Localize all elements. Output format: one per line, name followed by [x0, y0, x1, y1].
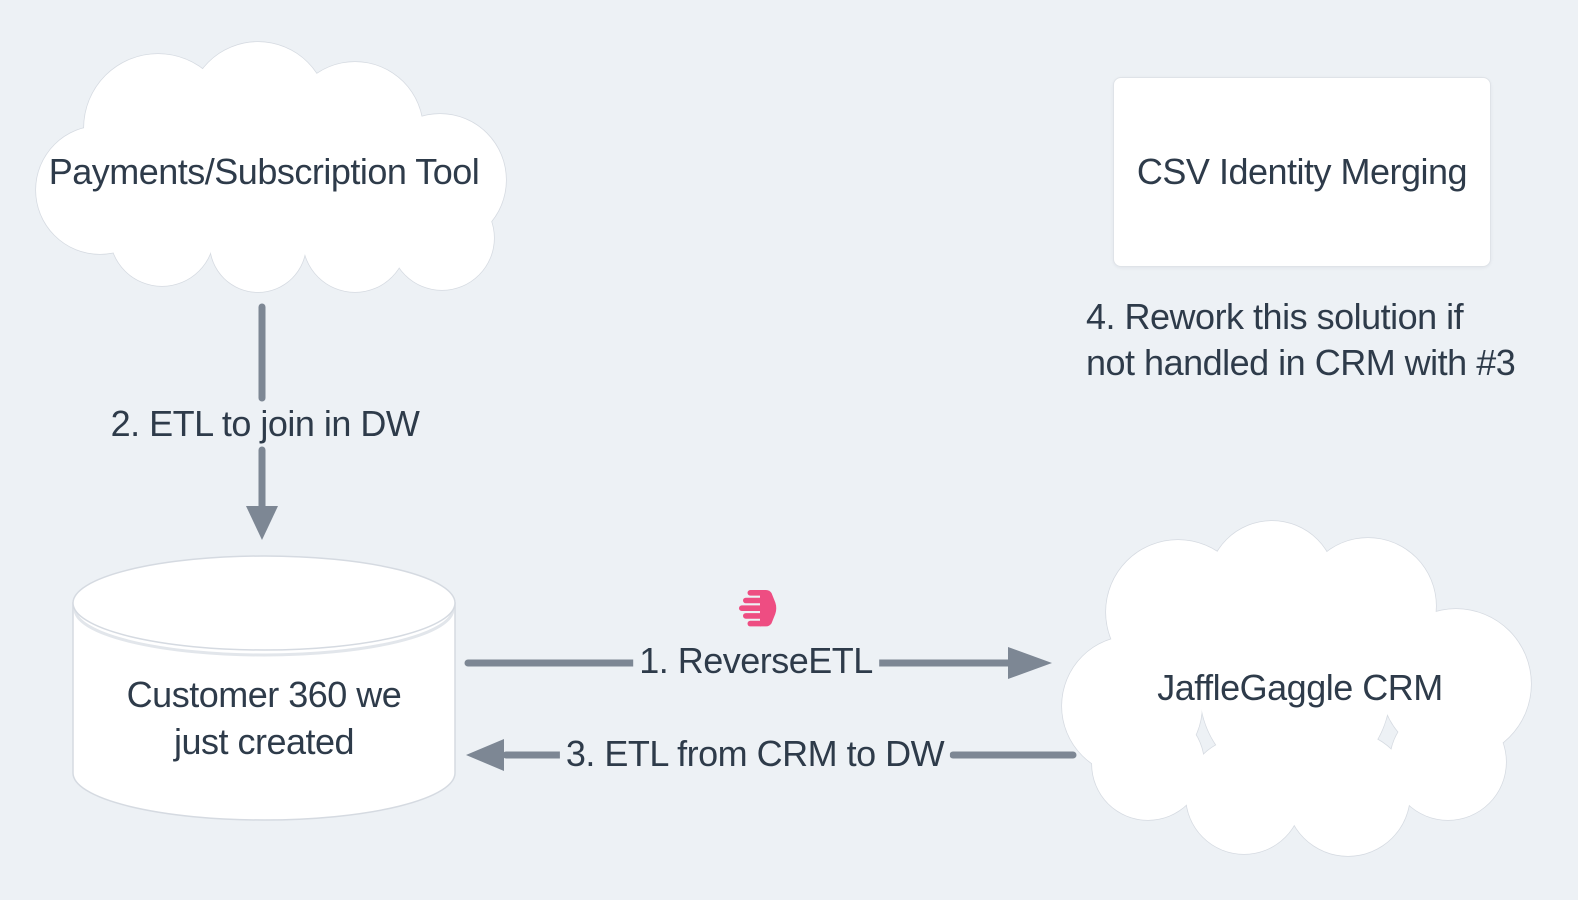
warehouse-cylinder-shape [72, 555, 456, 821]
warehouse-label-line1: Customer 360 we [126, 674, 402, 715]
rework-note: 4. Rework this solution if not handled i… [1086, 294, 1516, 386]
cylinder-rim-shadow [73, 608, 455, 657]
warehouse-cylinder-label: Customer 360 we just created [127, 671, 402, 765]
edge-label-etl-from-crm: 3. ETL from CRM to DW [559, 733, 951, 775]
arrowhead-left-icon [466, 739, 504, 771]
crm-cloud-label: JaffleGaggle CRM [1157, 667, 1443, 708]
rework-note-line2: not handled in CRM with #3 [1086, 342, 1516, 383]
payments-cloud-label: Payments/Subscription Tool [48, 151, 480, 192]
arrowhead-down-icon [246, 506, 278, 540]
csv-merging-box: CSV Identity Merging [1113, 77, 1491, 267]
edge-label-etl-to-dw: 2. ETL to join in DW [104, 403, 426, 445]
arrow-reverse-etl [464, 647, 1052, 679]
hightouch-logo-icon [739, 590, 777, 627]
edge-label-reverse-etl: 1. ReverseETL [633, 640, 879, 682]
rework-note-line1: 4. Rework this solution if [1086, 296, 1464, 337]
arrow-etl-to-dw [246, 303, 278, 540]
arrowhead-right-icon [1008, 647, 1052, 679]
csv-merging-label: CSV Identity Merging [1136, 151, 1468, 192]
arrow-etl-from-crm [466, 739, 1077, 771]
warehouse-label-line2: just created [173, 721, 355, 762]
